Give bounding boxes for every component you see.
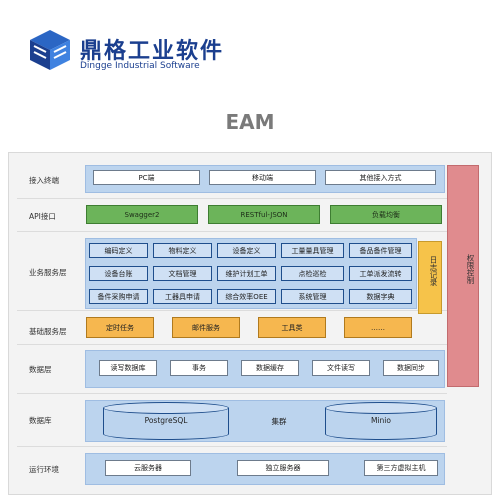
biz-item: 工量量具管理 [281, 243, 344, 258]
diagram-title: EAM [225, 110, 275, 134]
company-name-en: Dingge Industrial Software [80, 61, 200, 71]
biz-item: 编码定义 [89, 243, 148, 258]
biz-item: 系统管理 [281, 289, 344, 304]
biz-item: 备件采购申请 [89, 289, 148, 304]
row-divider [17, 446, 447, 447]
log-record-label: 日志记录 [429, 256, 438, 286]
company-logo-icon [30, 30, 70, 70]
data-item: 读写数据库 [99, 360, 157, 376]
biz-item: 设备定义 [217, 243, 276, 258]
biz-item: 综合效率OEE [217, 289, 276, 304]
biz-item: 数据字典 [349, 289, 412, 304]
biz-item: 工单派发流转 [349, 266, 412, 281]
access-mobile: 移动端 [209, 170, 316, 185]
minio-cylinder-icon: Minio [325, 402, 437, 440]
row-divider [17, 231, 447, 232]
biz-item: 物料定义 [153, 243, 212, 258]
row-divider [17, 310, 447, 311]
row-divider [17, 198, 447, 199]
access-other: 其他接入方式 [325, 170, 436, 185]
data-item: 数据同步 [383, 360, 439, 376]
biz-item: 文档管理 [153, 266, 212, 281]
base-item: 工具类 [258, 317, 326, 338]
company-name-cn: 鼎格工业软件 [80, 39, 225, 64]
postgresql-cylinder-icon: PostgreSQL [103, 402, 229, 440]
base-item: 定时任务 [86, 317, 154, 338]
permission-control-panel: 权限控制 [447, 165, 479, 387]
base-item: …… [344, 317, 412, 338]
biz-item: 维护计划工单 [217, 266, 276, 281]
layer-label-base: 基础服务层 [29, 327, 67, 336]
runtime-item: 独立服务器 [237, 460, 329, 476]
data-item: 数据缓存 [241, 360, 299, 376]
architecture-panel: 接入终端 PC端 移动端 其他接入方式 API接口 Swagger2 RESTf… [8, 152, 492, 495]
data-item: 文件读写 [312, 360, 370, 376]
runtime-item: 云服务器 [105, 460, 191, 476]
layer-label-data: 数据层 [29, 365, 52, 374]
log-record-box: 日志记录 [418, 241, 442, 314]
layer-label-api: API接口 [29, 212, 56, 221]
layer-label-business: 业务服务层 [29, 268, 67, 277]
biz-item: 点检巡检 [281, 266, 344, 281]
runtime-item: 第三方虚拟主机 [364, 460, 438, 476]
layer-label-runtime: 运行环境 [29, 465, 59, 474]
biz-item: 设备台账 [89, 266, 148, 281]
cluster-label: 集群 [271, 417, 287, 426]
api-swagger: Swagger2 [86, 205, 198, 224]
api-load-balance: 负载均衡 [330, 205, 442, 224]
api-restful: RESTful-JSON [208, 205, 320, 224]
db-right-label: Minio [371, 416, 391, 425]
layer-label-database: 数据库 [29, 416, 52, 425]
biz-item: 备品备件管理 [349, 243, 412, 258]
permission-control-label: 权限控制 [466, 254, 475, 284]
biz-item: 工器具申请 [153, 289, 212, 304]
row-divider [17, 344, 447, 345]
base-item: 邮件服务 [172, 317, 240, 338]
access-pc: PC端 [93, 170, 200, 185]
data-item: 事务 [170, 360, 228, 376]
row-divider [17, 393, 447, 394]
db-left-label: PostgreSQL [144, 416, 188, 425]
layer-label-access: 接入终端 [29, 176, 59, 185]
